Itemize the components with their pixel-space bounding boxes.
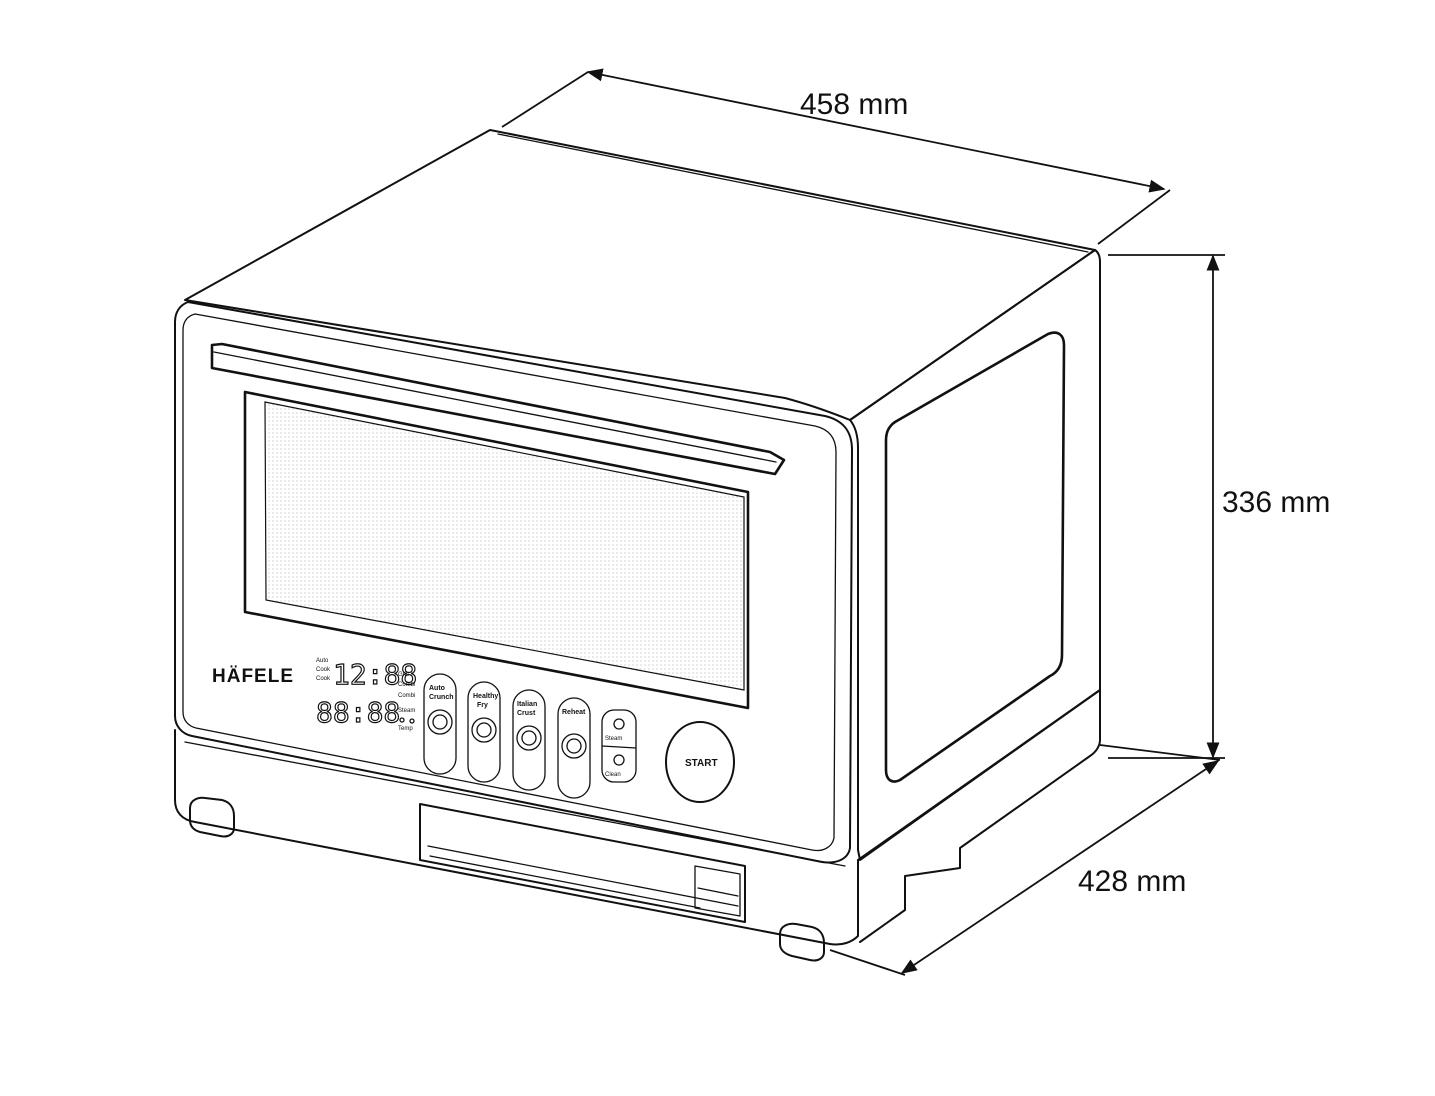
svg-text:Temp: Temp	[398, 726, 413, 732]
front-door-inner	[182, 313, 837, 852]
door-window-frame	[243, 390, 750, 710]
display-top-digits: 12:88	[333, 658, 417, 691]
svg-text:Clean: Clean	[605, 772, 621, 778]
svg-text:Combi: Combi	[398, 682, 415, 688]
drip-tray	[419, 803, 746, 923]
drip-tray-lip	[427, 845, 739, 907]
svg-text:Fry: Fry	[477, 702, 488, 709]
door-handle	[210, 342, 786, 476]
dimension-depth-label: 428 mm	[1078, 865, 1186, 898]
svg-text:Cook: Cook	[316, 667, 331, 673]
mode-button-5[interactable]: Steam Clean	[601, 709, 637, 783]
drip-tray-latch-line	[697, 887, 739, 897]
svg-text:Auto: Auto	[429, 685, 445, 692]
mode-button-2[interactable]: Healthy Fry	[467, 681, 501, 783]
handle-highlight	[213, 351, 777, 463]
dimension-height-label: 336 mm	[1222, 486, 1330, 519]
brand-logo: HÄFELE	[212, 666, 294, 687]
mode-button-4[interactable]: Reheat	[557, 697, 591, 799]
base-side	[857, 689, 1101, 943]
svg-text:Healthy: Healthy	[473, 693, 498, 700]
svg-text:Auto: Auto	[316, 658, 329, 664]
display-panel: Auto Cook Cook 12:88 88:88 Grill Combi C…	[315, 657, 417, 732]
svg-text:Cook: Cook	[316, 676, 331, 682]
door-window-glass	[264, 401, 745, 691]
top-back-edge	[497, 133, 1089, 253]
foot-left	[189, 796, 235, 838]
svg-text:Grill: Grill	[398, 672, 409, 678]
dimension-width-label: 458 mm	[800, 88, 908, 121]
drip-tray-latch	[694, 865, 741, 917]
dimension-depth: 428 mm	[829, 744, 1221, 976]
base-line	[184, 741, 846, 867]
dimension-width: 458 mm	[501, 68, 1171, 245]
svg-text:Crust: Crust	[517, 710, 536, 717]
base-front	[174, 729, 859, 946]
start-button[interactable]: START	[665, 721, 735, 803]
svg-text:Steam: Steam	[605, 736, 622, 742]
foot-right	[779, 922, 825, 962]
svg-text:Crunch: Crunch	[429, 694, 454, 701]
drip-tray-lip-2	[429, 855, 701, 909]
mode-button-3[interactable]: Italian Crust	[512, 689, 546, 791]
svg-text:Steam: Steam	[398, 708, 415, 714]
mode-button-1[interactable]: Auto Crunch	[423, 673, 457, 775]
top-surface	[184, 129, 1096, 421]
svg-text:Combi: Combi	[398, 693, 415, 699]
svg-text:START: START	[685, 758, 718, 769]
display-bottom-digits: 88:88	[316, 696, 400, 729]
side-window	[884, 331, 1066, 783]
svg-text:Italian: Italian	[517, 701, 537, 708]
dimension-height: 336 mm	[1108, 254, 1330, 759]
svg-text:Reheat: Reheat	[562, 709, 586, 716]
